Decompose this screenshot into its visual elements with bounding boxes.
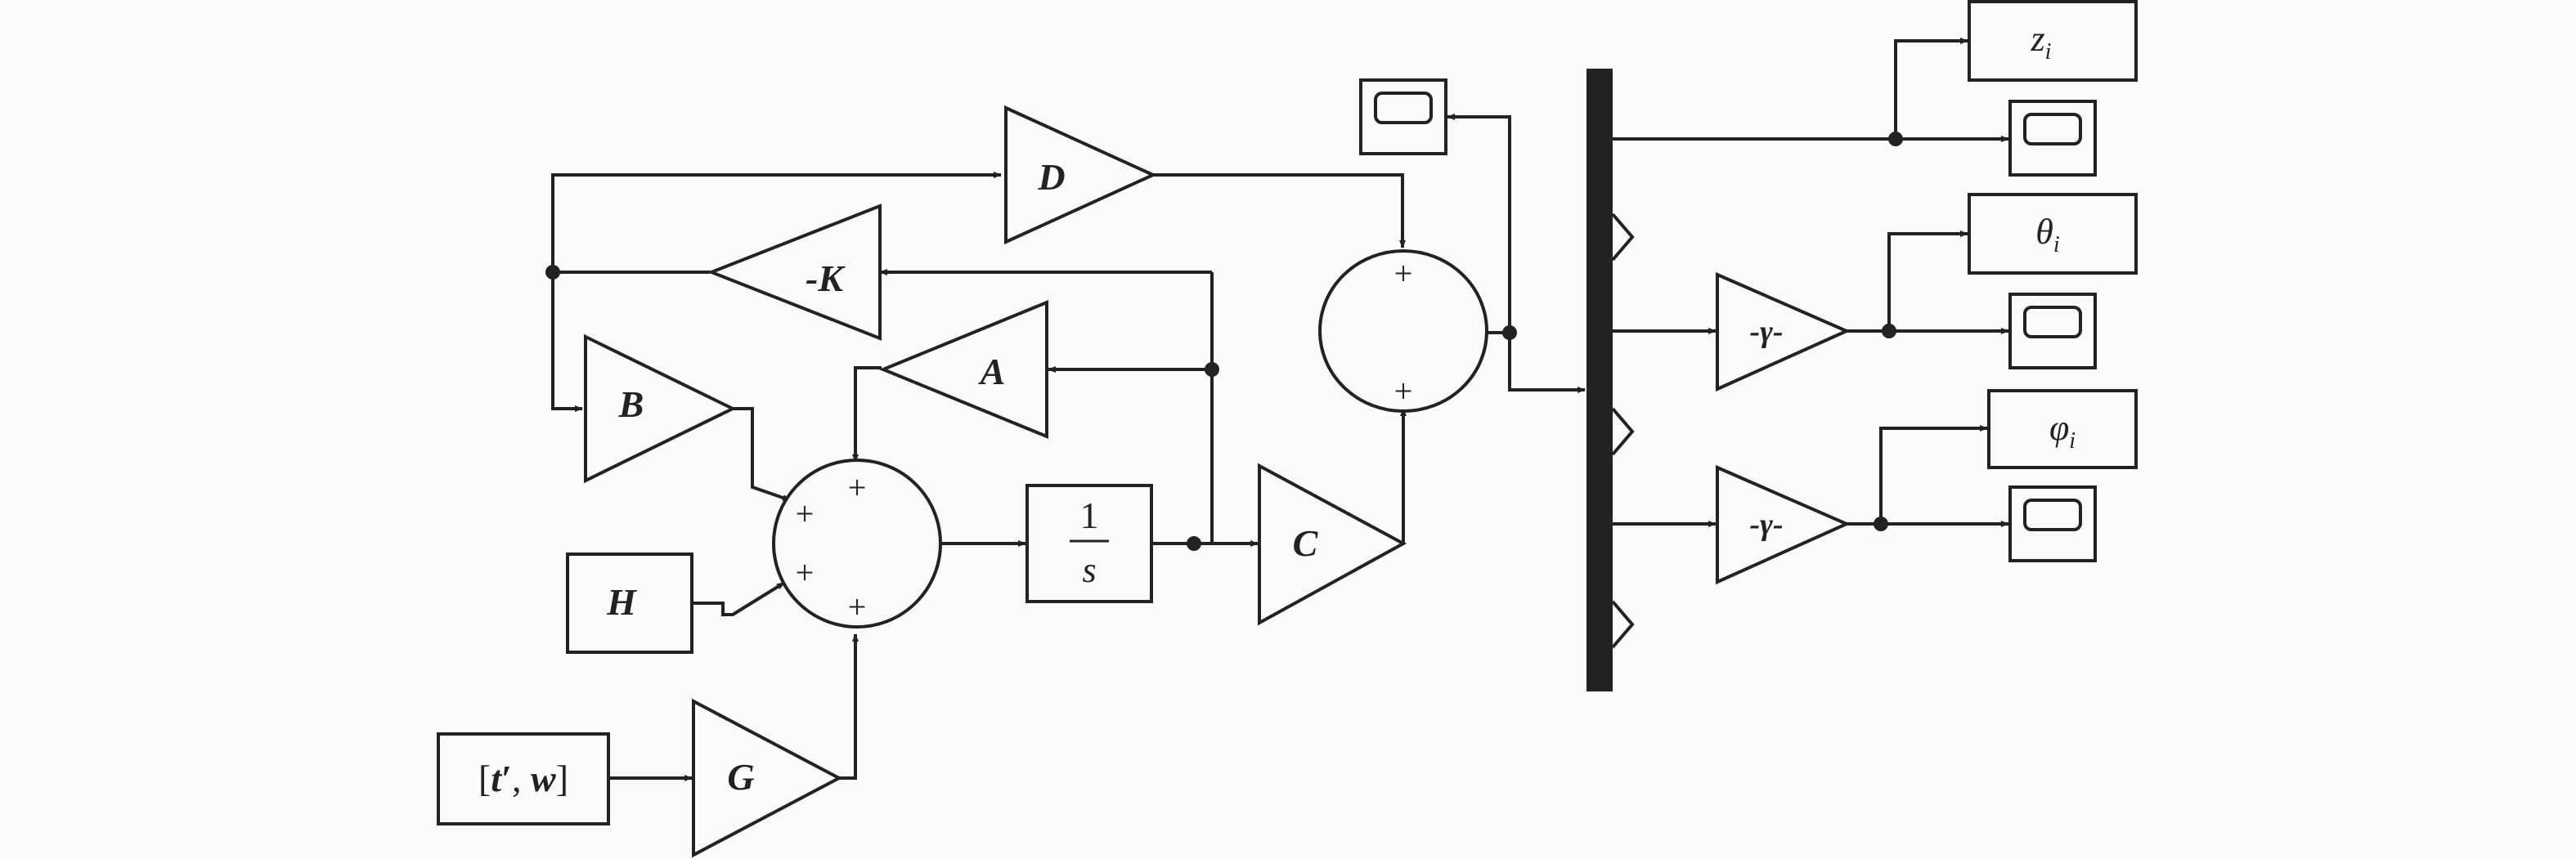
output-theta-label: θi <box>2035 212 2059 257</box>
junction-dot <box>1502 325 1517 340</box>
output-z-subscript: i <box>2045 39 2052 65</box>
junctions <box>545 132 1903 551</box>
gamma-gain-label-1: -γ- <box>1749 315 1783 349</box>
scope-theta[interactable] <box>2008 293 2097 369</box>
g-gain-block[interactable]: G <box>692 698 843 858</box>
h-source-label: H <box>606 581 637 623</box>
wire-to-z <box>1894 38 1968 139</box>
d-gain-label: D <box>1037 156 1065 198</box>
output-z-block[interactable]: zi <box>1968 0 2138 82</box>
neg-k-gain-label: -K <box>806 257 846 299</box>
input-source-prime: ′ <box>501 758 512 799</box>
scope-z[interactable] <box>2008 100 2097 177</box>
junction-dot <box>1205 362 1219 377</box>
h-source-block[interactable]: H <box>566 553 693 654</box>
input-source-w: w <box>531 758 556 799</box>
output-phi-symbol: φ <box>2049 408 2069 448</box>
output-phi-block[interactable]: φi <box>1987 389 2138 469</box>
wire-to-d <box>551 172 1002 272</box>
c-gain-block[interactable]: C <box>1258 463 1407 626</box>
integrator-numerator: 1 <box>1080 494 1099 536</box>
wire-b-to-sum1 <box>733 407 791 502</box>
junction-dot <box>1882 324 1896 338</box>
output-z-label: zi <box>2031 19 2052 65</box>
sum1-plus-bottom: + <box>848 588 867 625</box>
d-gain-block[interactable]: D <box>1004 105 1157 245</box>
scope-screen <box>2023 113 2082 145</box>
integrator-block[interactable]: 1 s <box>1025 484 1153 603</box>
scope-phi[interactable] <box>2008 485 2097 562</box>
scope-screen <box>2023 306 2082 338</box>
wire-h-to-sum1 <box>693 581 786 616</box>
gamma-gain-label-2: -γ- <box>1749 508 1783 542</box>
output-phi-subscript: i <box>2069 428 2076 454</box>
sum2-plus-top: + <box>1394 255 1413 292</box>
output-theta-subscript: i <box>2053 232 2060 257</box>
mux-block[interactable] <box>1586 69 1635 691</box>
input-source-close: ] <box>556 758 568 799</box>
input-source-t: t <box>491 758 502 799</box>
output-theta-symbol: θ <box>2035 212 2053 252</box>
mux-input-port <box>1611 407 1635 456</box>
junction-dot <box>1187 536 1201 551</box>
neg-k-gain-block[interactable]: -K <box>707 204 882 341</box>
g-gain-label: G <box>727 756 754 798</box>
input-source-open: [ <box>478 758 491 799</box>
wire-d-to-sum2 <box>1152 173 1406 248</box>
sum1-plus-lower-left: + <box>796 554 815 591</box>
gamma-gain-block-2[interactable]: -γ- <box>1716 464 1851 585</box>
wires <box>551 38 2009 781</box>
wire-to-phi <box>1879 425 1988 524</box>
b-gain-block[interactable]: B <box>584 333 737 484</box>
junction-dot <box>545 265 560 280</box>
sum2-plus-bottom: + <box>1394 373 1413 409</box>
a-gain-block[interactable]: A <box>878 300 1048 439</box>
scope-screen <box>2023 499 2082 531</box>
sum-block-2[interactable]: + + <box>1318 249 1488 413</box>
junction-dot <box>1888 132 1903 146</box>
wire-to-theta <box>1887 230 1968 331</box>
output-theta-block[interactable]: θi <box>1968 193 2138 275</box>
mux-input-port <box>1611 213 1635 262</box>
wire-sum2-to-scope <box>1447 114 1511 333</box>
wire-a-to-sum1 <box>852 366 882 463</box>
input-source-block[interactable]: [t′, w] <box>437 732 610 825</box>
c-gain-label: C <box>1293 522 1319 564</box>
scope-screen <box>1374 92 1433 124</box>
sum1-plus-top: + <box>848 469 867 506</box>
mux-input-port <box>1611 600 1635 649</box>
wire-g-to-sum1 <box>839 633 859 780</box>
a-gain-label: A <box>978 351 1006 392</box>
input-source-label: [t′, w] <box>478 758 568 799</box>
integrator-denominator: s <box>1082 550 1096 590</box>
wire-sum2-to-mux <box>1508 333 1586 393</box>
gamma-gain-block-1[interactable]: -γ- <box>1716 271 1851 392</box>
input-source-sep: , <box>512 758 531 799</box>
scope-sum[interactable] <box>1359 78 1447 155</box>
output-z-symbol: z <box>2031 19 2045 59</box>
junction-dot <box>1874 517 1888 531</box>
b-gain-label: B <box>618 383 644 425</box>
output-phi-label: φi <box>2049 408 2076 454</box>
wire-to-b <box>551 272 583 412</box>
sum1-plus-upper-left: + <box>796 495 815 532</box>
sum-block-1[interactable]: + + + + <box>772 459 942 629</box>
